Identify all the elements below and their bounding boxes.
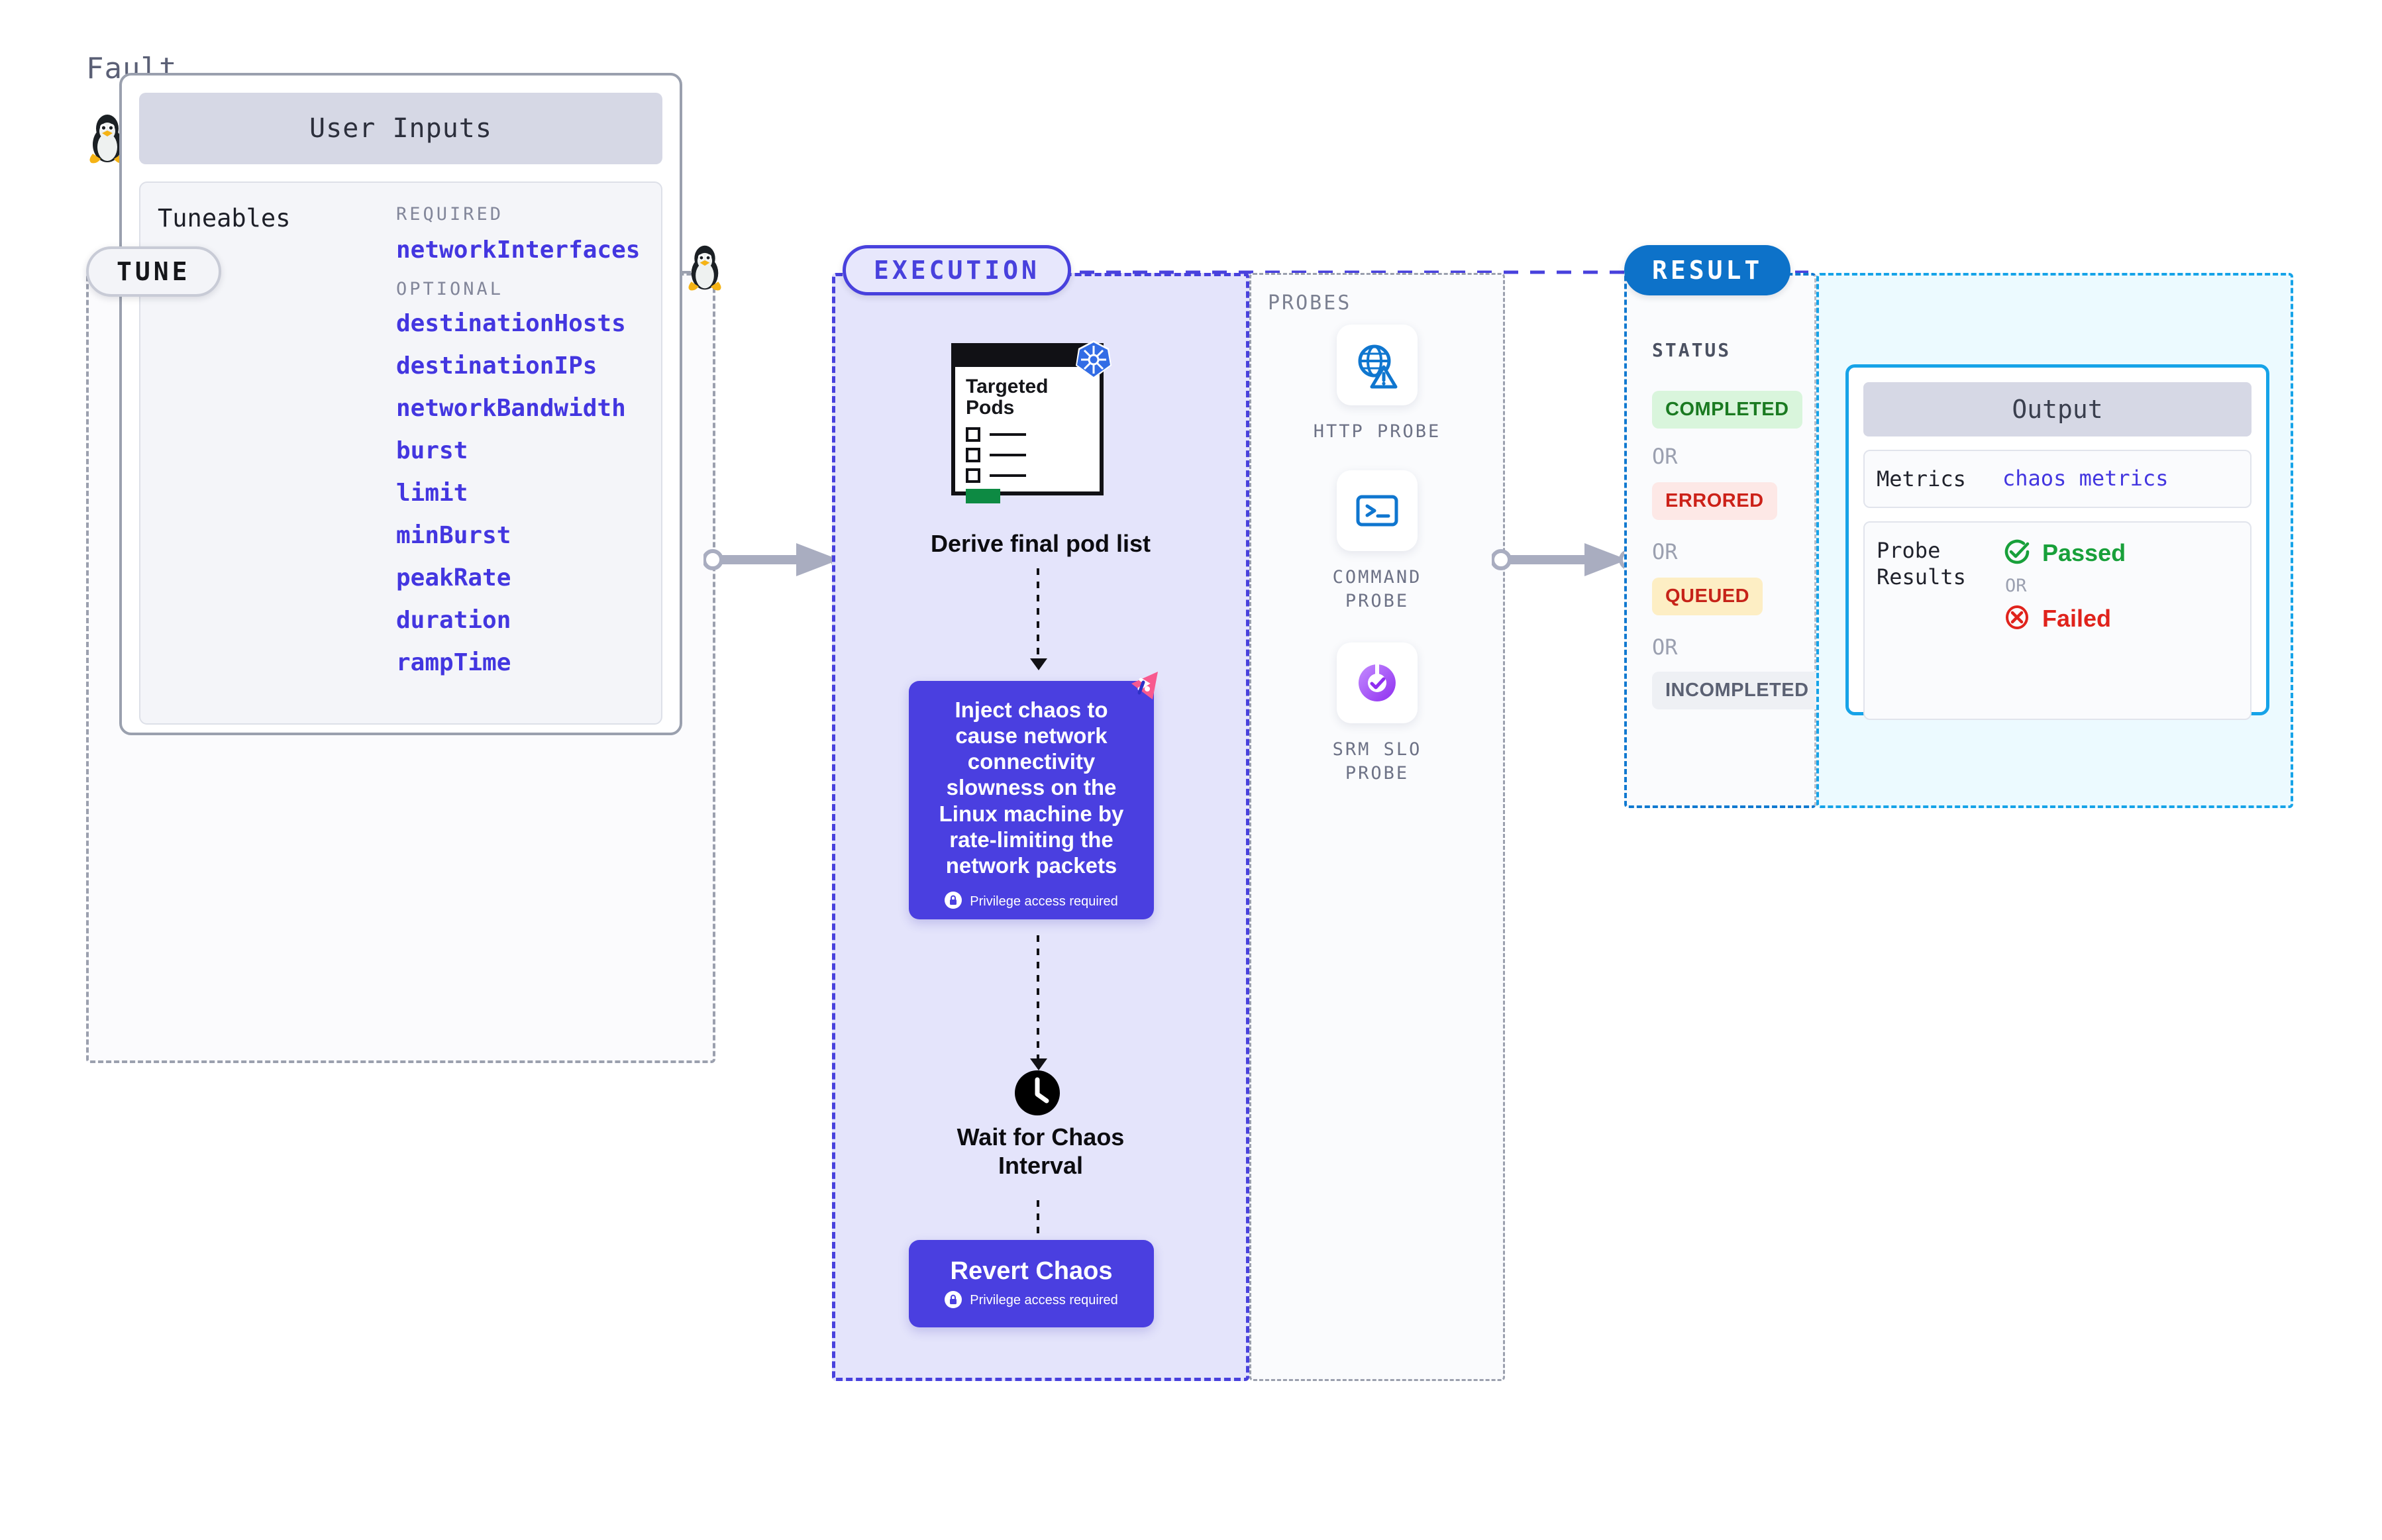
tuneables-label: Tuneables <box>158 204 291 232</box>
probe-http-label: HTTP PROBE <box>1313 421 1441 442</box>
targeted-pods-heading-line1: Targeted <box>966 376 1049 397</box>
inject-privilege-note: Privilege access required <box>945 892 1118 911</box>
user-inputs-title: User Inputs <box>139 93 662 164</box>
user-inputs-card: User Inputs Tuneables REQUIRED networkIn… <box>119 73 682 735</box>
derive-pod-list-caption: Derive final pod list <box>930 530 1151 557</box>
wait-caption-line1: Wait for Chaos <box>957 1123 1125 1151</box>
probes-panel-body <box>1249 273 1505 1381</box>
probe-srm-slo-label-line1: SRM SLO <box>1332 739 1422 760</box>
targeted-pods-card: Targeted Pods <box>951 343 1104 503</box>
tuneable-limit[interactable]: limit <box>396 480 468 507</box>
metrics-row: Metrics chaos metrics <box>1863 450 2252 508</box>
status-badge-incompleted: INCOMPLETED <box>1652 672 1822 709</box>
list-item <box>966 427 1100 442</box>
kubernetes-icon <box>1073 339 1114 380</box>
flow-arrow-2 <box>1037 935 1039 1061</box>
metrics-value[interactable]: chaos metrics <box>2002 466 2169 491</box>
revert-chaos-box[interactable]: Revert Chaos Privilege access required <box>909 1240 1154 1327</box>
inject-chaos-box[interactable]: Inject chaos to cause network connectivi… <box>909 681 1154 919</box>
linux-penguin-icon <box>685 244 725 294</box>
result-chip[interactable]: RESULT <box>1624 245 1791 295</box>
revert-privilege-note: Privilege access required <box>945 1290 1118 1311</box>
inject-chaos-text: Inject chaos to cause network connectivi… <box>939 697 1124 878</box>
status-or-1: OR <box>1652 539 1678 564</box>
probe-command-label-line2: PROBE <box>1345 591 1410 612</box>
probe-results-or: OR <box>2005 576 2027 596</box>
tuneables-section: Tuneables REQUIRED networkInterfaces OPT… <box>139 181 662 725</box>
probe-command-label-line1: COMMAND <box>1332 567 1422 588</box>
tuneable-peakrate[interactable]: peakRate <box>396 564 511 591</box>
tuneable-networkinterfaces[interactable]: networkInterfaces <box>396 236 641 264</box>
globe-warning-icon <box>1337 325 1418 405</box>
linux-penguin-icon <box>86 113 129 164</box>
probe-results-label-line2: Results <box>1877 564 1966 590</box>
flow-arrow-head-1 <box>1030 658 1047 670</box>
x-circle-icon <box>2002 603 2032 635</box>
targeted-pods-titlebar <box>955 347 1100 367</box>
slo-donut-check-icon <box>1337 642 1418 723</box>
list-item <box>966 447 1100 462</box>
status-badge-errored: ERRORED <box>1652 482 1777 520</box>
probe-srm-slo-label-line2: PROBE <box>1345 763 1410 784</box>
tune-chip[interactable]: TUNE <box>86 246 221 297</box>
targeted-pods-heading-line2: Pods <box>966 397 1015 419</box>
revert-chaos-title: Revert Chaos <box>950 1257 1113 1285</box>
probe-http[interactable]: HTTP PROBE <box>1249 325 1505 444</box>
probe-result-failed: Failed <box>2002 603 2126 635</box>
probes-section-label: PROBES <box>1268 291 1352 315</box>
status-or-2: OR <box>1652 635 1678 660</box>
terminal-icon <box>1337 470 1418 551</box>
output-title: Output <box>1863 382 2252 436</box>
targeted-pods-checklist <box>966 427 1100 503</box>
tuneables-required-heading: REQUIRED <box>396 204 504 225</box>
tuneable-destinationips[interactable]: destinationIPs <box>396 352 597 380</box>
probe-results-label-line1: Probe <box>1877 538 1941 563</box>
probe-srm-slo-label: SRM SLO PROBE <box>1333 738 1422 786</box>
status-or-0: OR <box>1652 444 1678 469</box>
tuneable-minburst[interactable]: minBurst <box>396 522 511 549</box>
list-item <box>966 468 1100 483</box>
status-badge-completed: COMPLETED <box>1652 391 1802 429</box>
lock-icon <box>945 1290 962 1311</box>
flow-arrow-1 <box>1037 568 1039 661</box>
status-badge-queued: QUEUED <box>1652 578 1763 615</box>
result-panel-body <box>1624 273 1816 808</box>
tuneable-duration[interactable]: duration <box>396 607 511 634</box>
connector-tune-to-execution <box>703 543 851 576</box>
probe-results-label: Probe Results <box>1877 537 2002 704</box>
tuneable-burst[interactable]: burst <box>396 437 468 464</box>
probe-failed-label: Failed <box>2042 605 2112 632</box>
execution-chip[interactable]: EXECUTION <box>843 245 1071 295</box>
connector-probes-to-result <box>1492 543 1639 576</box>
revert-privilege-text: Privilege access required <box>970 1293 1118 1308</box>
wait-chaos-caption: Wait for Chaos Interval <box>832 1123 1249 1180</box>
clock-icon <box>1013 1069 1061 1117</box>
lock-icon <box>945 892 962 911</box>
tuneable-networkbandwidth[interactable]: networkBandwidth <box>396 395 626 422</box>
probe-command[interactable]: COMMAND PROBE <box>1249 470 1505 614</box>
probe-results-values: Passed OR Failed <box>2002 537 2126 704</box>
targeted-pods-progress-bar <box>966 488 1000 503</box>
tuneable-ramptime[interactable]: rampTime <box>396 649 511 676</box>
probe-srm-slo[interactable]: SRM SLO PROBE <box>1249 642 1505 786</box>
output-card: Output Metrics chaos metrics Probe Resul… <box>1845 364 2269 720</box>
status-heading: STATUS <box>1652 339 1732 361</box>
result-panel <box>1624 273 1816 808</box>
probe-results-row: Probe Results Passed OR <box>1863 521 2252 720</box>
tuneable-destinationhosts[interactable]: destinationHosts <box>396 310 626 337</box>
wait-caption-line2: Interval <box>998 1152 1084 1180</box>
flow-arrow-head-2 <box>1030 1058 1047 1070</box>
probes-panel <box>1249 273 1505 1381</box>
litmus-chaos-icon <box>1118 666 1163 711</box>
probe-result-passed: Passed <box>2002 537 2126 569</box>
metrics-label: Metrics <box>1877 466 1966 491</box>
probe-passed-label: Passed <box>2042 539 2126 566</box>
inject-privilege-text: Privilege access required <box>970 894 1118 909</box>
probe-command-label: COMMAND PROBE <box>1333 566 1422 614</box>
check-circle-icon <box>2002 537 2032 569</box>
tuneables-list: REQUIRED networkInterfaces OPTIONAL dest… <box>396 204 640 717</box>
tuneables-optional-heading: OPTIONAL <box>396 279 504 299</box>
